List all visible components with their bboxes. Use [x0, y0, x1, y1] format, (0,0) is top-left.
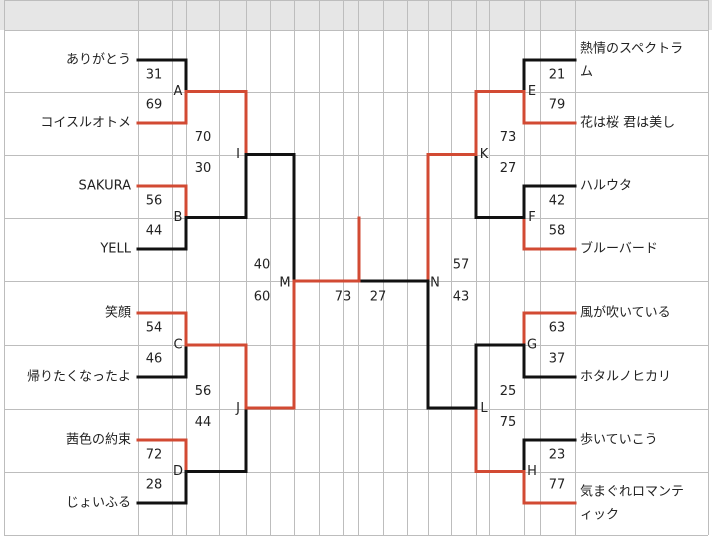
match-label: H	[527, 464, 537, 479]
team-name: 歩いていこう	[580, 433, 658, 448]
score: 30	[195, 161, 212, 176]
score: 69	[146, 98, 163, 113]
bracket-line	[136, 58, 188, 93]
bracket-line	[522, 470, 577, 505]
score: 77	[549, 478, 566, 493]
match-label: M	[279, 276, 290, 291]
score: 28	[146, 478, 163, 493]
match-label: J	[235, 401, 240, 416]
team-name: 風が吹いている	[580, 306, 671, 321]
score: 42	[549, 194, 566, 209]
bracket-line	[426, 153, 478, 283]
match-label: I	[236, 147, 240, 162]
bracket-line	[184, 153, 248, 219]
bracket-line	[136, 90, 188, 125]
bracket-line	[136, 311, 188, 347]
match-label: N	[430, 276, 440, 291]
team-name: 帰りたくなったよ	[27, 369, 131, 385]
bracket-line	[522, 343, 577, 379]
bracket-lines	[136, 58, 577, 505]
bracket-line	[244, 153, 296, 283]
final-score: 27	[370, 290, 387, 305]
score: 27	[500, 161, 517, 176]
team-name: 気まぐれロマンテ	[580, 484, 684, 500]
match-label: D	[173, 464, 183, 479]
score: 75	[500, 415, 517, 430]
bracket-line	[474, 406, 526, 473]
score: 56	[195, 384, 212, 399]
match-label: L	[480, 401, 488, 416]
team-name: ム	[580, 65, 593, 80]
team-name: ィック	[580, 508, 619, 523]
score: 44	[146, 224, 163, 239]
bracket-labels: 31 69 A 56 44 B 54 46 C 72 28 D 21 79 E 42 58 F 63 37 G 23 77 H…	[27, 42, 684, 523]
team-name: YELL	[99, 242, 131, 257]
bracket-line	[184, 406, 248, 473]
bracket-line	[474, 90, 526, 156]
bracket-line	[244, 279, 296, 410]
score: 21	[549, 68, 566, 83]
bracket-line	[474, 343, 526, 410]
team-name: ありがとう	[66, 53, 131, 68]
match-label: C	[173, 338, 182, 353]
bracket-line	[522, 216, 577, 251]
team-name: SAKURA	[79, 179, 132, 194]
bracket-line	[522, 58, 577, 93]
bracket-line	[474, 153, 526, 219]
bracket-line	[136, 470, 188, 505]
score: 60	[254, 290, 271, 305]
score: 46	[146, 352, 163, 367]
match-label: A	[174, 84, 183, 99]
team-name: コイスルオトメ	[40, 116, 131, 131]
score: 79	[549, 98, 566, 113]
match-label: F	[528, 210, 535, 225]
team-name: ブルーバード	[580, 241, 658, 257]
bracket-line	[426, 279, 478, 410]
bracket-line	[136, 216, 188, 251]
score: 43	[453, 290, 470, 305]
bracket-line	[522, 90, 577, 125]
score: 57	[453, 258, 470, 273]
bracket-line	[136, 184, 188, 219]
score: 73	[500, 130, 517, 145]
match-label: K	[480, 147, 489, 162]
match-label: E	[528, 84, 536, 99]
match-label: B	[174, 210, 183, 225]
score: 54	[146, 321, 163, 336]
score: 40	[254, 258, 271, 273]
bracket-line	[184, 90, 248, 156]
bracket-line	[136, 438, 188, 473]
match-label: G	[527, 338, 537, 353]
team-name: ホタルノヒカリ	[580, 370, 671, 385]
final-score: 73	[335, 290, 352, 305]
score: 44	[195, 415, 212, 430]
score: 72	[146, 448, 163, 463]
team-name: 笑顔	[105, 305, 131, 321]
bracket-line	[522, 438, 577, 473]
team-name: 茜色の約束	[66, 432, 131, 448]
header-row	[0, 0, 712, 30]
score: 70	[195, 130, 212, 145]
score: 63	[549, 321, 566, 336]
score: 31	[146, 68, 163, 83]
team-name: ハルウタ	[580, 179, 632, 194]
bracket-line	[522, 184, 577, 219]
score: 25	[500, 384, 517, 399]
score: 23	[549, 448, 566, 463]
score: 56	[146, 194, 163, 209]
team-name: じょいふる	[66, 496, 131, 511]
score: 37	[549, 352, 566, 367]
bracket-line	[522, 311, 577, 347]
score: 58	[549, 224, 566, 239]
bracket-line	[184, 343, 248, 410]
team-name: 花は桜 君は美し	[580, 115, 675, 131]
bracket-line	[136, 343, 188, 379]
team-name: 熱情のスペクトラ	[580, 42, 683, 57]
